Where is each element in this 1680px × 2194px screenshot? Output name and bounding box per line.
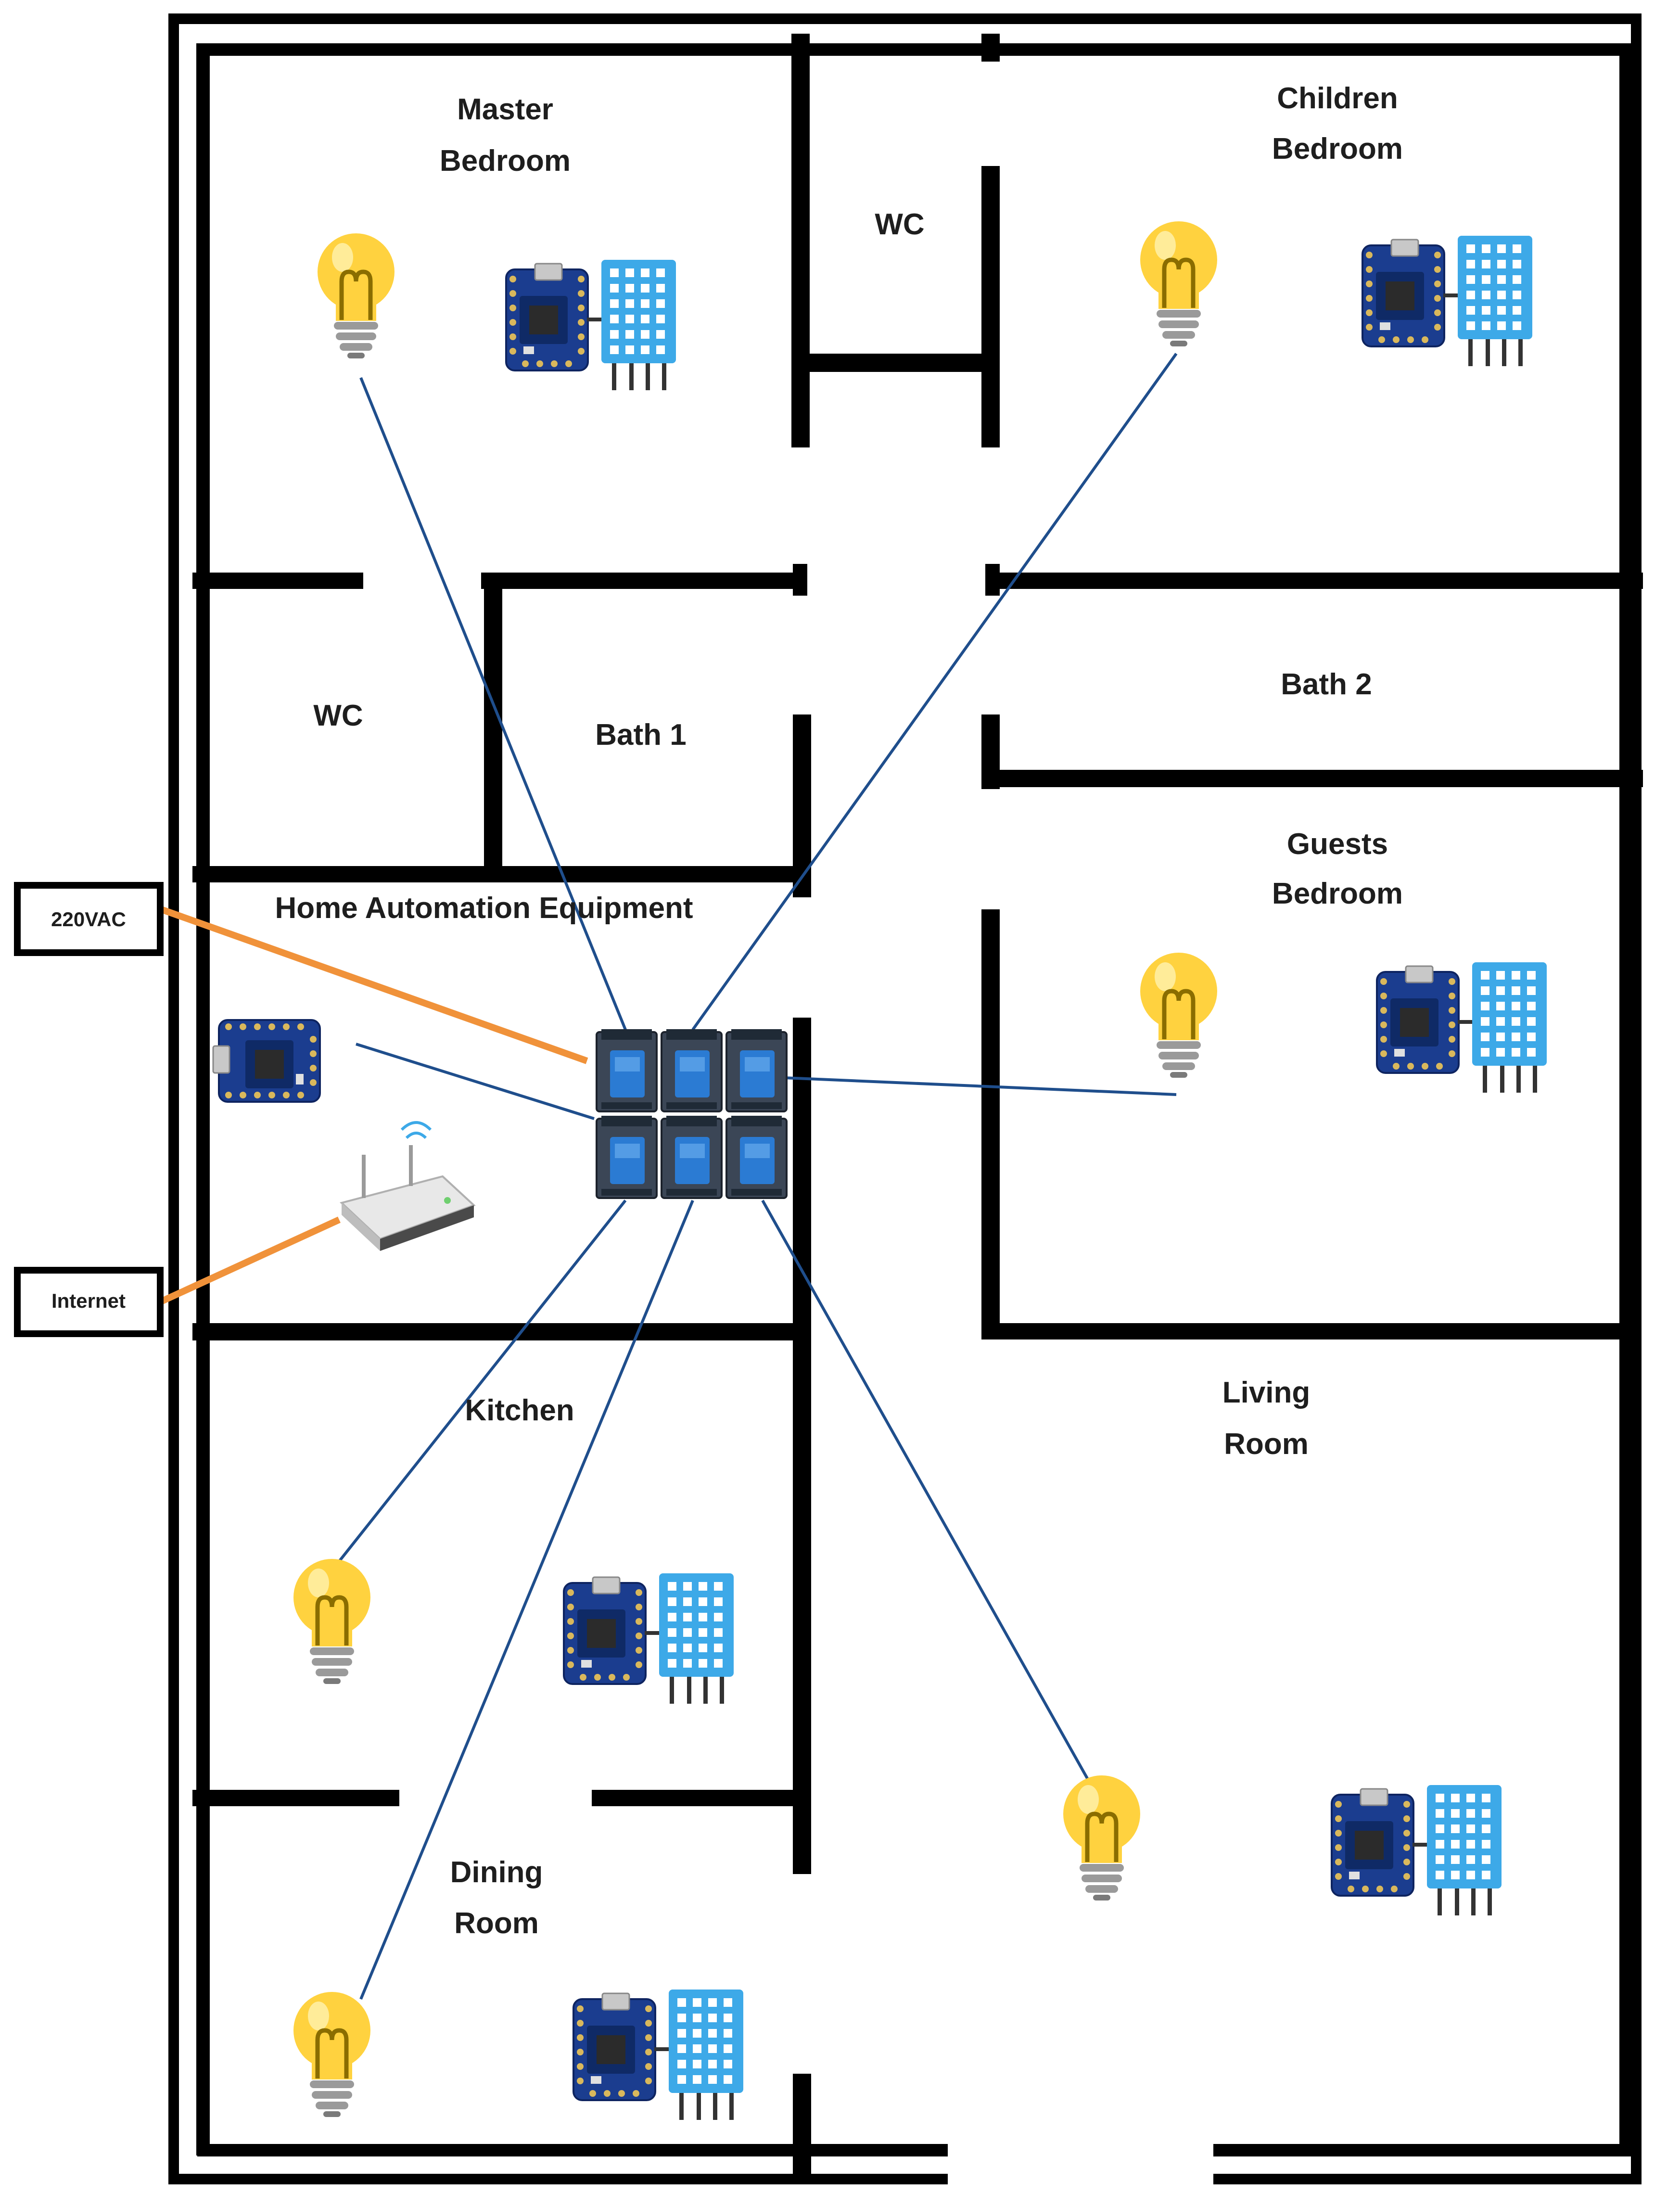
bath1-label: Bath 1 (595, 718, 686, 752)
router-icon (339, 1121, 476, 1251)
svg-text:Internet: Internet (51, 1289, 126, 1312)
children-bedroom-label: Children (1277, 82, 1398, 115)
wc-left-label: WC (313, 699, 363, 732)
power-box: 220VAC (14, 882, 164, 956)
svg-text:220VAC: 220VAC (51, 908, 126, 931)
hub-board (212, 1019, 321, 1103)
interior-walls (192, 34, 1643, 2184)
dining-room-label: Dining (450, 1856, 543, 1889)
guests-bedroom-label-2: Bedroom (1272, 877, 1403, 910)
relay-bank (596, 1028, 788, 1199)
outer-walls (168, 13, 1642, 2184)
kitchen-label: Kitchen (465, 1394, 574, 1427)
master-bedroom-label: Master (457, 93, 553, 126)
dining-room-label-2: Room (454, 1907, 539, 1940)
children-bedroom-label-2: Bedroom (1272, 132, 1403, 166)
wiring (338, 353, 1178, 2000)
room-labels: Master Bedroom Children Bedroom WC WC Ba… (275, 82, 1403, 1940)
living-room-label: Living (1222, 1376, 1311, 1409)
external-feeds (160, 906, 588, 1305)
equipment-label: Home Automation Equipment (275, 892, 693, 925)
master-bedroom-label-2: Bedroom (440, 144, 571, 178)
living-room-label-2: Room (1224, 1428, 1309, 1461)
bath2-label: Bath 2 (1281, 668, 1372, 701)
wc-top-label: WC (875, 208, 924, 241)
internet-box: Internet (14, 1267, 164, 1337)
guests-bedroom-label: Guests (1287, 828, 1388, 861)
